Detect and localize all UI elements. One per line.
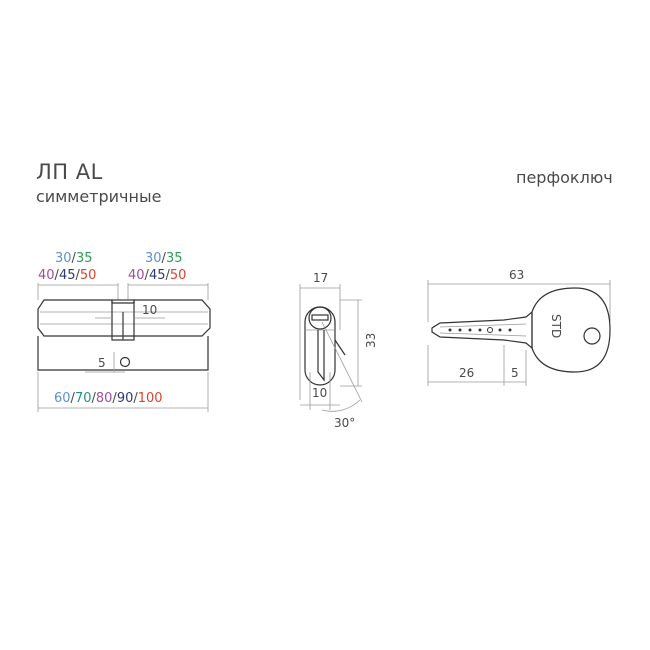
- length-labels: 60/70/80/90/100: [54, 391, 163, 406]
- size-40-left: 40: [38, 268, 55, 283]
- product-title: ЛП AL: [36, 160, 103, 184]
- slash: /: [165, 268, 170, 283]
- screw-offset-label: 5: [98, 356, 106, 370]
- blade-groove: [439, 323, 527, 328]
- width-label: 17: [313, 271, 328, 285]
- key-head-mark: STD: [549, 314, 563, 338]
- key-dimples: [448, 327, 512, 333]
- key-total-length-label: 63: [509, 268, 524, 282]
- slash: /: [55, 268, 60, 283]
- plug-circle: [308, 306, 332, 330]
- slash: /: [91, 391, 96, 406]
- size-50-right: 50: [170, 268, 187, 283]
- slash: /: [72, 251, 77, 266]
- cylinder-upper-body: [37, 299, 211, 337]
- size-label-40-right: 40/45/50: [128, 268, 186, 283]
- key-blade: [431, 310, 533, 350]
- slash: /: [71, 391, 76, 406]
- cylinder-front-view: 30/35 30/35 40/45/50 40/45/50 10 5 60/: [37, 251, 211, 412]
- shoulder-label: 5: [511, 366, 519, 380]
- length-60: 60: [54, 391, 71, 406]
- key-type-label: перфоключ: [516, 168, 613, 187]
- size-35-right: 35: [166, 251, 183, 266]
- angle-label: 30°: [334, 416, 355, 430]
- size-40-right: 40: [128, 268, 145, 283]
- length-100: 100: [138, 391, 163, 406]
- size-30-left: 30: [55, 251, 72, 266]
- size-45-left: 45: [59, 268, 76, 283]
- slash: /: [145, 268, 150, 283]
- slash: /: [112, 391, 117, 406]
- cylinder-lower-body: [37, 336, 209, 371]
- cam-angle-edge: [334, 339, 346, 356]
- cam-profile: [317, 330, 325, 382]
- angle-arc: [321, 399, 361, 412]
- length-70: 70: [75, 391, 92, 406]
- slash: /: [133, 391, 138, 406]
- cylinder-side-view: 17 33 10 30°: [299, 271, 378, 430]
- blade-length-label: 26: [459, 366, 474, 380]
- angle-ray: [321, 321, 363, 403]
- length-80: 80: [96, 391, 113, 406]
- product-subtitle: симметричные: [36, 187, 162, 206]
- slash: /: [75, 268, 80, 283]
- size-35-left: 35: [76, 251, 93, 266]
- height-label: 33: [364, 333, 378, 348]
- bottom-width-label: 10: [312, 386, 327, 400]
- blade-groove: [439, 332, 527, 337]
- length-90: 90: [117, 391, 134, 406]
- size-50-left: 50: [80, 268, 97, 283]
- key-ring-hole: [583, 327, 601, 345]
- size-45-right: 45: [149, 268, 166, 283]
- key-view: 63 STD 26 5: [427, 268, 611, 386]
- size-label-40-left: 40/45/50: [38, 268, 96, 283]
- size-30-right: 30: [145, 251, 162, 266]
- key-head: [531, 287, 611, 373]
- cam-width-label: 10: [142, 303, 157, 317]
- keyway-slot: [311, 314, 329, 321]
- screw-hole: [119, 356, 131, 368]
- size-label-30-right: 30/35: [145, 251, 182, 266]
- size-label-30-left: 30/35: [55, 251, 92, 266]
- slash: /: [162, 251, 167, 266]
